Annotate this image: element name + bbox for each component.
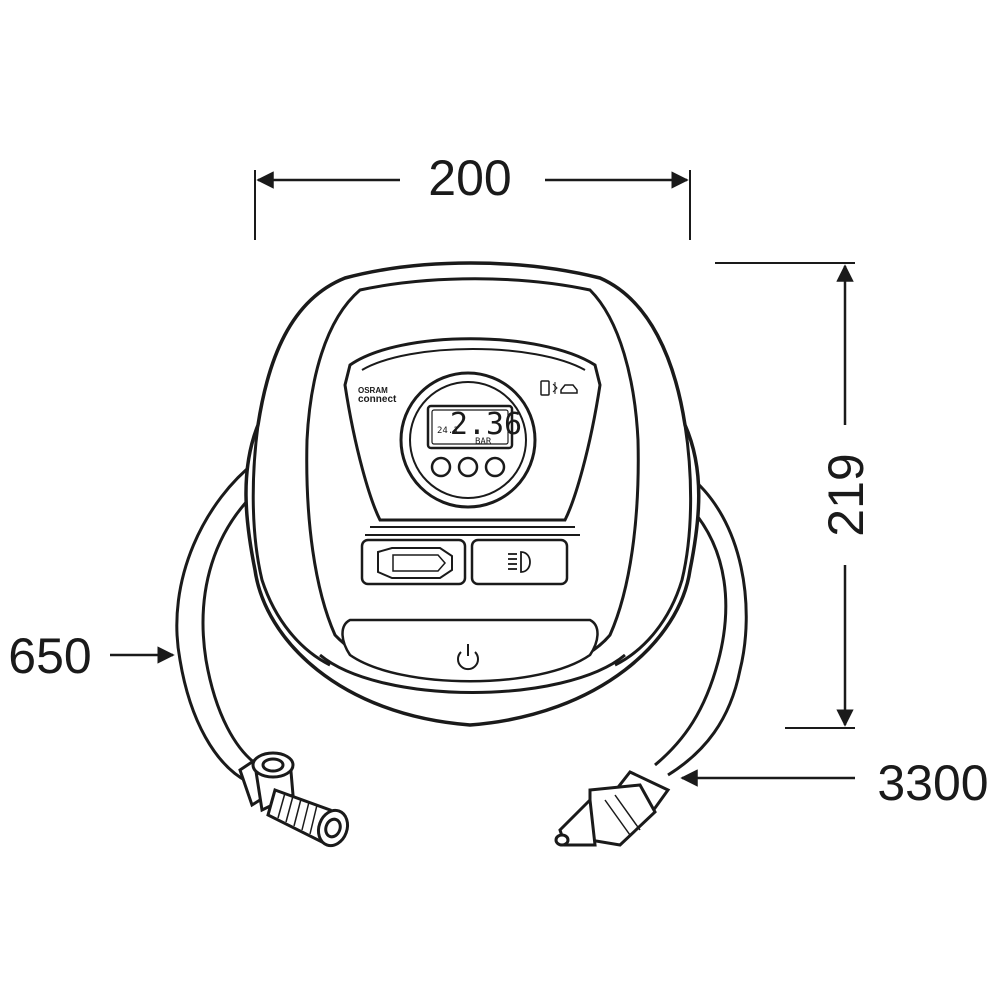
cable-length-dimension: 3300 [680,755,989,811]
power-cable [654,473,748,777]
mid-buttons [360,538,569,586]
width-label: 200 [428,150,511,206]
valve-connector [238,751,350,848]
hose-length-label: 650 [8,628,91,684]
vent-lines [365,526,580,536]
power-button[interactable] [341,618,599,683]
width-dimension: 200 [254,150,691,240]
brand-name: OSRAM [358,386,388,395]
height-dimension: 219 [715,262,874,729]
lcd-unit: BAR [475,437,492,447]
light-button[interactable] [470,538,569,586]
hose-length-dimension: 650 [8,628,175,684]
status-icons [540,380,578,396]
unit-button[interactable] [360,538,467,586]
cable-length-label: 3300 [877,755,988,811]
lcd-small-value: 24.1 [437,426,459,436]
brand-logo: OSRAM connect [358,386,397,405]
control-buttons [430,456,506,478]
lcd-main-value: 2.36 [450,407,522,442]
bluetooth-icon [552,382,558,394]
car-plug [554,770,671,847]
power-icon [457,644,479,671]
mode-button[interactable] [457,456,479,478]
plus-button[interactable] [484,456,506,478]
brand-product-line: connect [358,394,397,405]
phone-icon [540,380,550,396]
air-hose [175,458,263,784]
car-icon [560,384,578,394]
height-label: 219 [818,453,874,536]
headlight-icon [508,551,531,573]
minus-button[interactable] [430,456,452,478]
